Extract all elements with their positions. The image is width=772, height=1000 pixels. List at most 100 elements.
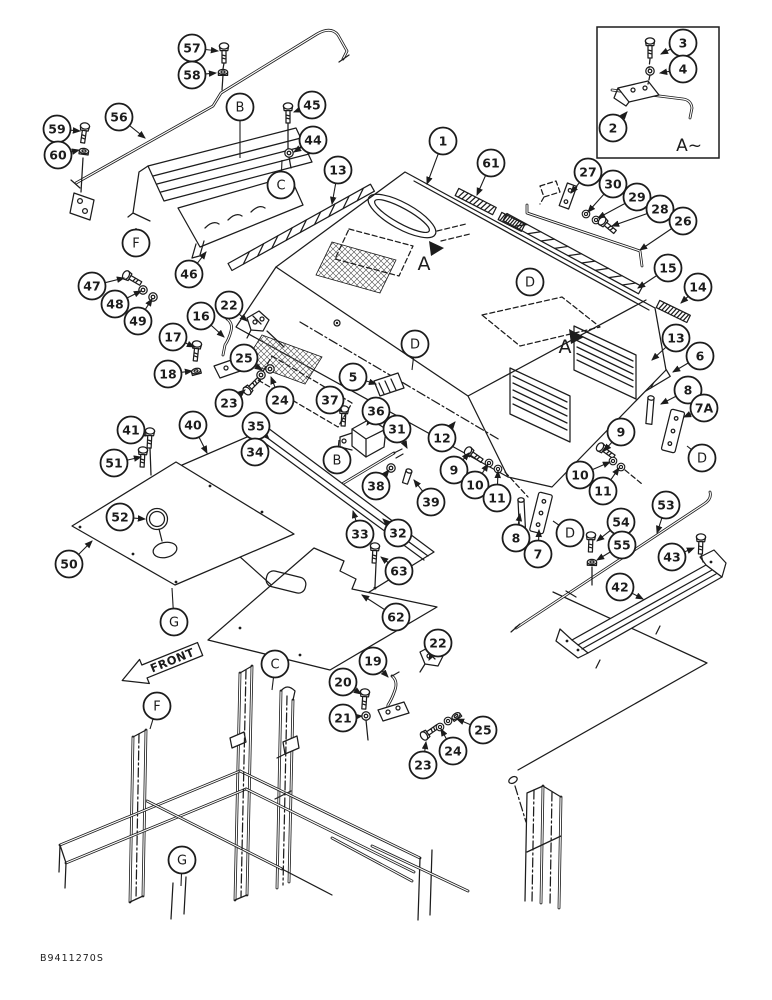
part-callout-27[interactable]: 27 bbox=[573, 157, 603, 187]
view-callout-B[interactable]: B bbox=[322, 445, 352, 475]
part-callout-61[interactable]: 61 bbox=[476, 148, 506, 178]
leader-line-23 bbox=[237, 389, 246, 398]
part-callout-24[interactable]: 24 bbox=[265, 385, 295, 415]
part-callout-37[interactable]: 37 bbox=[315, 385, 345, 415]
view-callout-G[interactable]: G bbox=[167, 845, 197, 875]
part-callout-56[interactable]: 56 bbox=[104, 102, 134, 132]
part-callout-8[interactable]: 8 bbox=[501, 523, 531, 553]
view-callout-F[interactable]: F bbox=[121, 228, 151, 258]
part-callout-22[interactable]: 22 bbox=[214, 290, 244, 320]
part-callout-23[interactable]: 23 bbox=[408, 750, 438, 780]
part-callout-52[interactable]: 52 bbox=[105, 502, 135, 532]
part-callout-36[interactable]: 36 bbox=[361, 396, 391, 426]
view-callout-F[interactable]: F bbox=[142, 691, 172, 721]
part-callout-30[interactable]: 30 bbox=[598, 169, 628, 199]
part-callout-13[interactable]: 13 bbox=[323, 155, 353, 185]
part-callout-16[interactable]: 16 bbox=[186, 301, 216, 331]
part-callout-10[interactable]: 10 bbox=[565, 460, 595, 490]
part-callout-25[interactable]: 25 bbox=[468, 715, 498, 745]
part-callout-29[interactable]: 29 bbox=[622, 182, 652, 212]
part-callout-1[interactable]: 1 bbox=[428, 126, 458, 156]
view-callout-D[interactable]: D bbox=[400, 329, 430, 359]
rod-53-ticks bbox=[510, 590, 577, 633]
part-callout-35[interactable]: 35 bbox=[241, 411, 271, 441]
part-callout-39[interactable]: 39 bbox=[416, 487, 446, 517]
view-callout-G[interactable]: G bbox=[159, 607, 189, 637]
part-callout-17[interactable]: 17 bbox=[158, 322, 188, 352]
part-callout-2[interactable]: 2 bbox=[598, 113, 628, 143]
part-callout-20[interactable]: 20 bbox=[328, 667, 358, 697]
part-callout-44[interactable]: 44 bbox=[298, 125, 328, 155]
part-callout-7A[interactable]: 7A bbox=[689, 393, 719, 423]
leader-line-6 bbox=[672, 362, 689, 373]
part-callout-43[interactable]: 43 bbox=[657, 542, 687, 572]
view-callout-D[interactable]: D bbox=[555, 518, 585, 548]
part-callout-14[interactable]: 14 bbox=[683, 272, 713, 302]
part-callout-63[interactable]: 63 bbox=[384, 556, 414, 586]
part-callout-6[interactable]: 6 bbox=[685, 341, 715, 371]
part-callout-13[interactable]: 13 bbox=[661, 323, 691, 353]
part-callout-48[interactable]: 48 bbox=[100, 289, 130, 319]
part-callout-21[interactable]: 21 bbox=[328, 703, 358, 733]
part-callout-57[interactable]: 57 bbox=[177, 33, 207, 63]
leader-line-25 bbox=[254, 363, 263, 371]
part-callout-3[interactable]: 3 bbox=[668, 28, 698, 58]
part-callout-7[interactable]: 7 bbox=[523, 539, 553, 569]
view-callout-C[interactable]: C bbox=[266, 170, 296, 200]
part-callout-50[interactable]: 50 bbox=[54, 549, 84, 579]
part-callout-55[interactable]: 55 bbox=[607, 530, 637, 560]
leader-line-56 bbox=[129, 125, 146, 139]
part-callout-46[interactable]: 46 bbox=[174, 259, 204, 289]
part-callout-31[interactable]: 31 bbox=[382, 414, 412, 444]
part-callout-45[interactable]: 45 bbox=[297, 90, 327, 120]
part-callout-62[interactable]: 62 bbox=[381, 602, 411, 632]
part-callout-12[interactable]: 12 bbox=[427, 423, 457, 453]
leader-line-12 bbox=[447, 421, 456, 430]
part-callout-32[interactable]: 32 bbox=[383, 518, 413, 548]
part-callout-59[interactable]: 59 bbox=[42, 114, 72, 144]
part-callout-23[interactable]: 23 bbox=[214, 388, 244, 418]
part-callout-60[interactable]: 60 bbox=[43, 140, 73, 170]
part-callout-19[interactable]: 19 bbox=[358, 646, 388, 676]
part-callout-24[interactable]: 24 bbox=[438, 736, 468, 766]
part-callout-4[interactable]: 4 bbox=[668, 54, 698, 84]
part-callout-51[interactable]: 51 bbox=[99, 448, 129, 478]
part-callout-33[interactable]: 33 bbox=[345, 519, 375, 549]
part-callout-8[interactable]: 8 bbox=[673, 375, 703, 405]
part-callout-38[interactable]: 38 bbox=[361, 471, 391, 501]
leader-line-10 bbox=[481, 463, 489, 474]
part-callout-18[interactable]: 18 bbox=[153, 359, 183, 389]
washer-4 bbox=[645, 66, 655, 76]
part-callout-41[interactable]: 41 bbox=[116, 415, 146, 445]
view-callout-D[interactable]: D bbox=[687, 443, 717, 473]
callout-annotations: 5758565960454413464748491613422730292826… bbox=[42, 28, 719, 887]
view-callout-B[interactable]: B bbox=[225, 92, 255, 122]
part-callout-15[interactable]: 15 bbox=[653, 253, 683, 283]
leader-line-9 bbox=[461, 452, 470, 461]
part-callout-26[interactable]: 26 bbox=[668, 206, 698, 236]
part-callout-49[interactable]: 49 bbox=[123, 306, 153, 336]
leader-line-29 bbox=[597, 202, 626, 219]
part-callout-5[interactable]: 5 bbox=[338, 362, 368, 392]
leader-line-C bbox=[280, 159, 283, 172]
part-callout-9[interactable]: 9 bbox=[606, 417, 636, 447]
view-callout-D[interactable]: D bbox=[515, 267, 545, 297]
part-callout-10[interactable]: 10 bbox=[460, 470, 490, 500]
view-callout-C[interactable]: C bbox=[260, 649, 290, 679]
part-callout-9[interactable]: 9 bbox=[439, 455, 469, 485]
part-callout-47[interactable]: 47 bbox=[77, 271, 107, 301]
leader-line-23 bbox=[421, 740, 429, 752]
part-callout-40[interactable]: 40 bbox=[178, 410, 208, 440]
part-callout-58[interactable]: 58 bbox=[177, 60, 207, 90]
part-callout-25[interactable]: 25 bbox=[229, 343, 259, 373]
drawing-number: B9411270S bbox=[40, 953, 104, 964]
part-callout-34[interactable]: 34 bbox=[240, 437, 270, 467]
part-callout-22[interactable]: 22 bbox=[423, 628, 453, 658]
part-callout-11[interactable]: 11 bbox=[482, 483, 512, 513]
leader-line-4 bbox=[658, 68, 670, 76]
leader-line-38 bbox=[381, 469, 390, 478]
part-callout-28[interactable]: 28 bbox=[645, 194, 675, 224]
part-callout-53[interactable]: 53 bbox=[651, 490, 681, 520]
part-callout-11[interactable]: 11 bbox=[588, 476, 618, 506]
part-callout-42[interactable]: 42 bbox=[605, 572, 635, 602]
